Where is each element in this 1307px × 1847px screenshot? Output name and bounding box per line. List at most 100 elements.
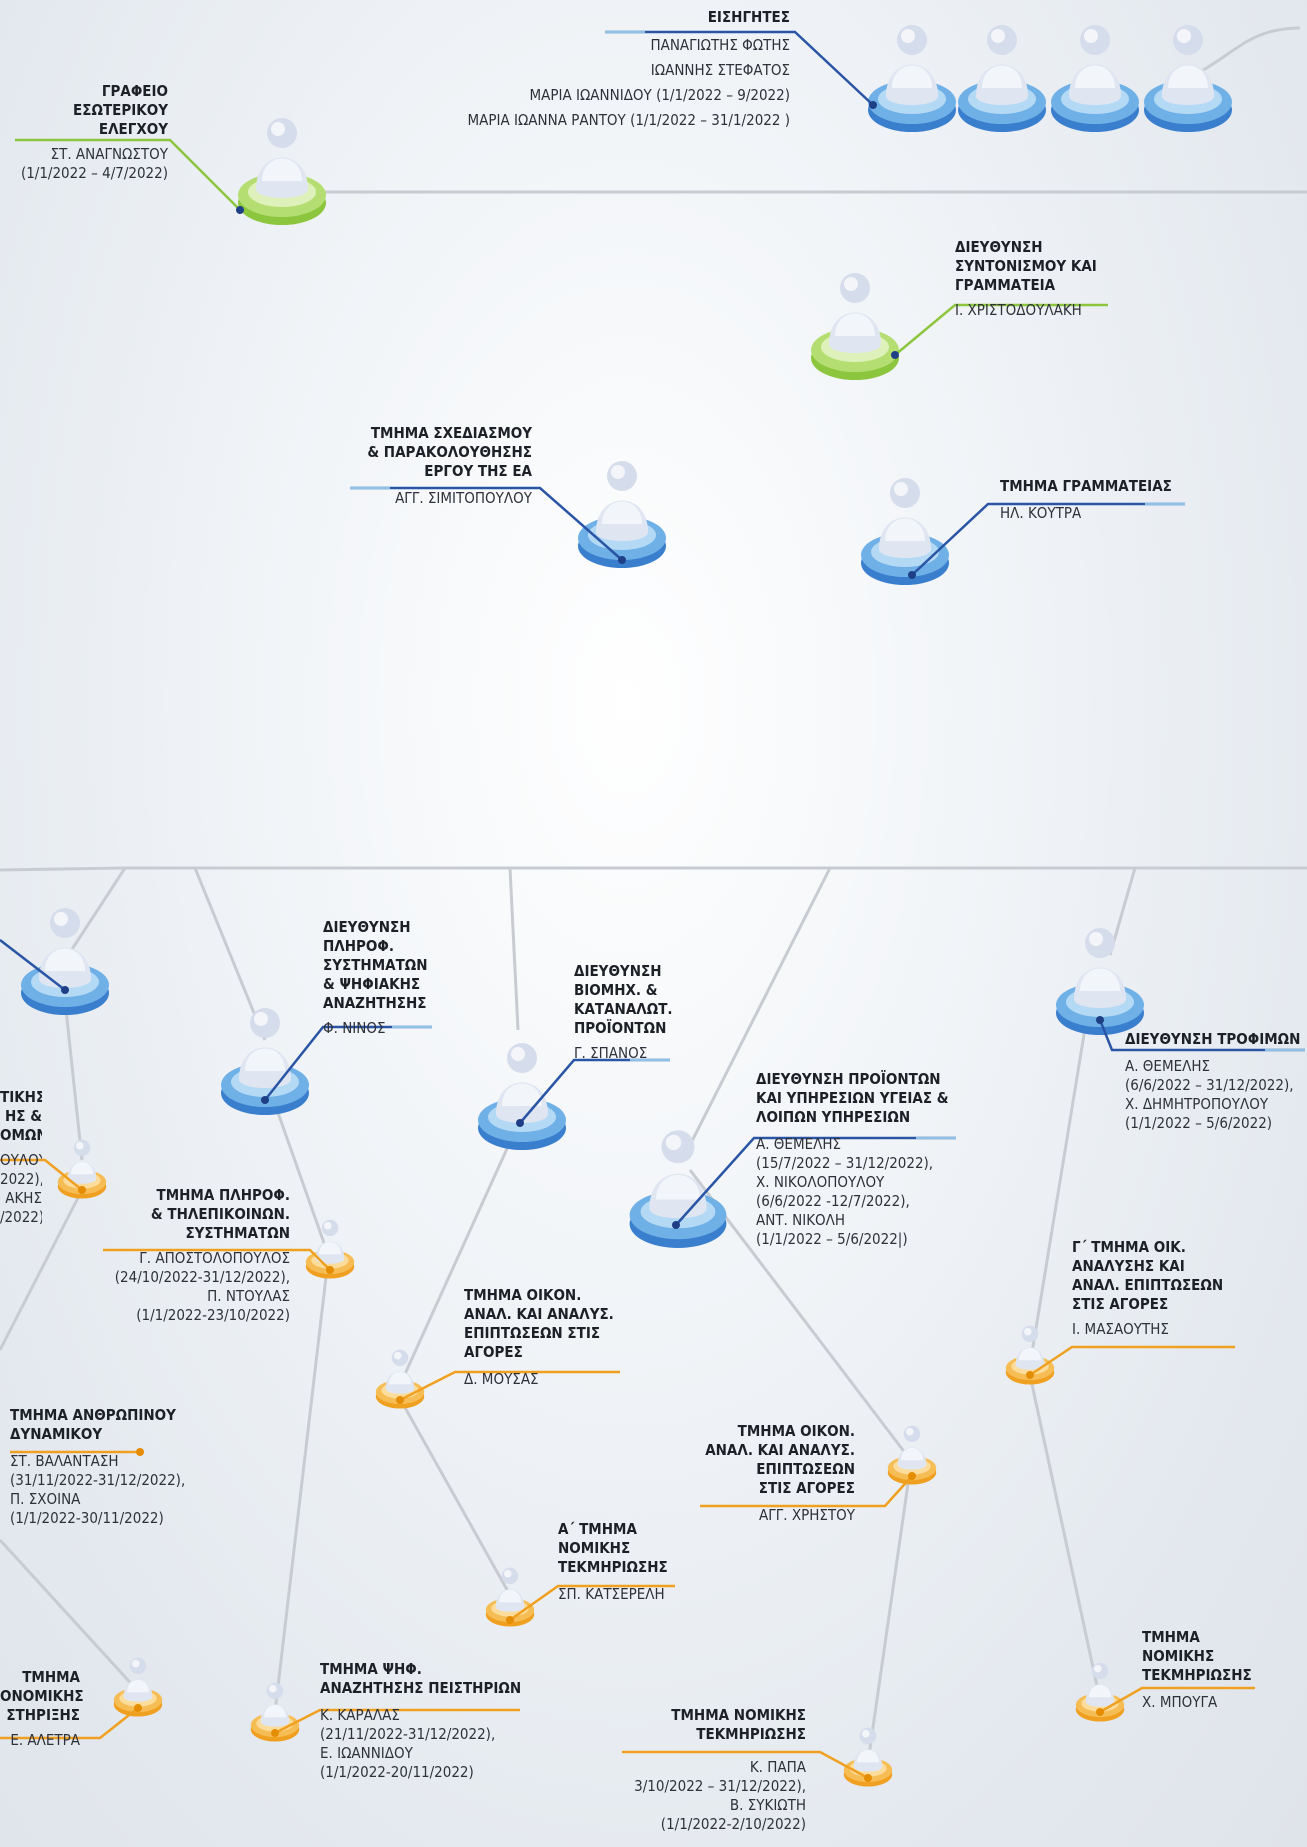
oikon2-label: ΤΜΗΜΑ ΟΙΚΟΝ. ΑΝΑΛ. ΚΑΙ ΑΝΑΛΥΣ. ΕΠΙΠΤΩΣΕΩ… [690,1422,855,1525]
leader-line [700,1475,913,1508]
leader-line [350,486,623,561]
node-title: ΕΛΕΓΧΟΥ [98,120,168,138]
node-title: ΤΕΚΜΗΡΙΩΣΗΣ [558,1558,668,1576]
node-title: ΣΥΝΤΟΝΙΣΜΟΥ ΚΑΙ [955,257,1097,275]
person-icon [305,1219,355,1279]
node-title: Α΄ ΤΜΗΜΑ [558,1520,637,1538]
node-name: (1/1/2022 – 5/6/2022) [1125,1114,1273,1132]
node-name: Ι. ΧΡΙΣΤΟΔΟΥΛΑΚΗ [955,301,1082,319]
viomix-label: ΔΙΕΥΘΥΝΣΗ ΒΙΟΜΗΧ. & ΚΑΤΑΝΑΛΩΤ. ΠΡΟΪΟΝΤΩΝ… [574,962,704,1063]
node-name: Π. ΝΤΟΥΛΑΣ [207,1287,290,1305]
node-name: Κ. ΠΑΠΑ [749,1758,806,1776]
a-nomikis-label: Α΄ ΤΜΗΜΑ ΝΟΜΙΚΗΣ ΤΕΚΜΗΡΙΩΣΗΣ ΣΠ. ΚΑΤΣΕΡΕ… [558,1520,688,1604]
anchor-dot [869,101,877,109]
node-title: ΔΙΕΥΘΥΝΣΗ ΤΡΟΦΙΜΩΝ [1125,1030,1301,1048]
anchor-dot [506,1616,514,1624]
node-title: ΤΜΗΜΑ ΠΛΗΡΟΦ. [156,1186,291,1204]
node-name: ΙΩΑΝΝΗΣ ΣΤΕΦΑΤΟΣ [650,61,790,79]
node-title: ΤΕΚΜΗΡΙΩΣΗΣ [696,1725,806,1743]
anchor-dot [78,1186,86,1194]
node-title: ΣΤΙΣ ΑΓΟΡΕΣ [1072,1295,1169,1313]
node-name: (1/1/2022 – 5/6/2022|) [756,1230,908,1248]
node-name: (31/11/2022-31/12/2022), [10,1471,186,1489]
leader-line [0,1158,83,1191]
anchor-dot [134,1704,142,1712]
node-name: Χ. ΝΙΚΟΛΟΠΟΥΛΟΥ [756,1173,885,1191]
leader-line [509,1584,675,1622]
node-name: (1/1/2022-23/10/2022) [136,1306,290,1324]
node-name: (1/1/2022-20/11/2022) [320,1763,474,1781]
person-icon [868,25,956,132]
node-title: Γ΄ ΤΜΗΜΑ ΟΙΚ. [1072,1238,1186,1256]
grafeio-label: ΓΡΑΦΕΙΟ ΕΣΩΤΕΡΙΚΟΥ ΕΛΕΓΧΟΥ ΣΤ. ΑΝΑΓΝΩΣΤΟ… [0,82,168,183]
node-title: ΕΠΙΠΤΩΣΕΩΝ [756,1460,855,1478]
syntonismos-label: ΔΙΕΥΘΥΝΣΗ ΣΥΝΤΟΝΙΣΜΟΥ ΚΑΙ ΓΡΑΜΜΑΤΕΙΑ Ι. … [955,238,1135,320]
node-name: ΣΤ. ΒΑΛΑΝΤΑΣΗ [10,1452,119,1470]
node-name: ΜΑΡΙΑ ΙΩΑΝΝΙΔΟΥ (1/1/2022 – 9/2022) [529,86,790,104]
node-name: ΑΓΓ. ΧΡΗΣΤΟΥ [759,1506,855,1524]
node-name: Γ. ΑΠΟΣΤΟΛΟΠΟΥΛΟΣ [139,1249,290,1267]
node-title: ΕΡΓΟΥ ΤΗΣ ΕΑ [424,462,532,480]
node-title: ΝΟΜΙΚΗΣ [1142,1647,1215,1665]
node-title: ΔΙΕΥΘΥΝΣΗ ΠΡΟΪΟΝΤΩΝ [756,1070,941,1088]
person-icon [861,478,949,585]
node-title: ΑΝΑΛ. ΚΑΙ ΑΝΑΛΥΣ. [705,1441,855,1459]
anchor-dot [396,1396,404,1404]
node-title: ΔΙΕΥΘΥΝΣΗ [574,962,662,980]
node-title: ΛΟΙΠΩΝ ΥΠΗΡΕΣΙΩΝ [756,1108,911,1126]
node-title: ΓΡΑΦΕΙΟ [101,82,168,100]
anchor-dot [1096,1708,1104,1716]
leader-line [1098,1019,1305,1052]
node-title: & ΠΑΡΑΚΟΛΟΥΘΗΣΗΣ [367,443,532,461]
node-title: ΑΝΑΛΥΣΗΣ ΚΑΙ [1072,1257,1185,1275]
node-title: ΔΙΕΥΘΥΝΣΗ [955,238,1043,256]
anchor-dot [864,1774,872,1782]
leader-line [274,1708,520,1735]
node-name: Β. ΣΥΚΙΩΤΗ [729,1796,806,1814]
node-name: 2022), [0,1170,42,1188]
node-name: Α. ΘΕΜΕΛΗΣ [1125,1057,1211,1075]
g-tmima-label: Γ΄ ΤΜΗΜΑ ΟΙΚ. ΑΝΑΛΥΣΗΣ ΚΑΙ ΑΝΑΛ. ΕΠΙΠΤΩΣ… [1072,1238,1242,1339]
person-icon [958,25,1046,132]
grammateia-label: ΤΜΗΜΑ ΓΡΑΜΜΑΤΕΙΑΣ ΗΛ. ΚΟΥΤΡΑ [1000,477,1220,523]
node-title: ΤΙΚΗΣ [0,1088,42,1106]
anchor-dot [516,1119,524,1127]
node-title: & ΨΗΦΙΑΚΗΣ [323,975,421,993]
node-title: ΤΜΗΜΑ [1142,1628,1200,1646]
leader-line [1099,1686,1255,1714]
tilepik-label: ΤΜΗΜΑ ΠΛΗΡΟΦ. & ΤΗΛΕΠΙΚΟΙΝΩΝ. ΣΥΣΤΗΜΑΤΩΝ… [90,1186,290,1325]
node-name: Ι. ΜΑΣΑΟΥΤΗΣ [1072,1320,1169,1338]
node-name: (1/1/2022 – 4/7/2022) [20,164,168,182]
person-icon [843,1727,893,1787]
person-icon [478,1043,566,1150]
node-title: ΑΝΑΛ. ΕΠΙΠΤΩΣΕΩΝ [1072,1276,1224,1294]
node-title: ΤΜΗΜΑ ΣΧΕΔΙΑΣΜΟΥ [370,424,532,442]
node-name: (21/11/2022-31/12/2022), [320,1725,496,1743]
anchor-dot [61,986,69,994]
node-name: Χ. ΔΗΜΗΤΡΟΠΟΥΛΟΥ [1125,1095,1269,1113]
node-title: ΤΜΗΜΑ ΝΟΜΙΚΗΣ [671,1706,806,1724]
node-name: Κ. ΚΑΡΑΛΑΣ [320,1706,400,1724]
node-title: ΚΑΤΑΝΑΛΩΤ. [574,1000,673,1018]
oikon1-label: ΤΜΗΜΑ ΟΙΚΟΝ. ΑΝΑΛ. ΚΑΙ ΑΝΑΛΥΣ. ΕΠΙΠΤΩΣΕΩ… [464,1286,624,1389]
node-title: ΕΠΙΠΤΩΣΕΩΝ ΣΤΙΣ [464,1324,601,1342]
node-title: ΤΜΗΜΑ ΨΗΦ. [320,1660,422,1678]
leader-line [399,1370,620,1402]
anchor-dot [908,571,916,579]
sxediasmos-label: ΤΜΗΜΑ ΣΧΕΔΙΑΣΜΟΥ & ΠΑΡΑΚΟΛΟΥΘΗΣΗΣ ΕΡΓΟΥ … [340,424,532,508]
plirof-label: ΔΙΕΥΘΥΝΣΗ ΠΛΗΡΟΦ. ΣΥΣΤΗΜΑΤΩΝ & ΨΗΦΙΑΚΗΣ … [323,918,473,1038]
anchor-dot [1096,1016,1104,1024]
node-name: (24/10/2022-31/12/2022), [114,1268,290,1286]
node-title: ΣΤΗΡΙΞΗΣ [6,1706,80,1724]
leader-line [622,1750,869,1780]
node-title: ΒΙΟΜΗΧ. & [574,981,658,999]
node-title: ΠΛΗΡΟΦ. [323,937,394,955]
node-name: ΣΤ. ΑΝΑΓΝΩΣΤΟΥ [50,145,168,163]
anthropinou-label: ΤΜΗΜΑ ΑΝΘΡΩΠΙΝΟΥ ΔΥΝΑΜΙΚΟΥ ΣΤ. ΒΑΛΑΝΤΑΣΗ… [10,1406,210,1528]
node-name: Π. ΣΧΟΙΝΑ [10,1490,81,1508]
person-icon [1056,928,1144,1035]
anchor-dot [618,556,626,564]
anchor-dot [261,1096,269,1104]
leader-line [911,502,1185,576]
anchor-dot [891,351,899,359]
